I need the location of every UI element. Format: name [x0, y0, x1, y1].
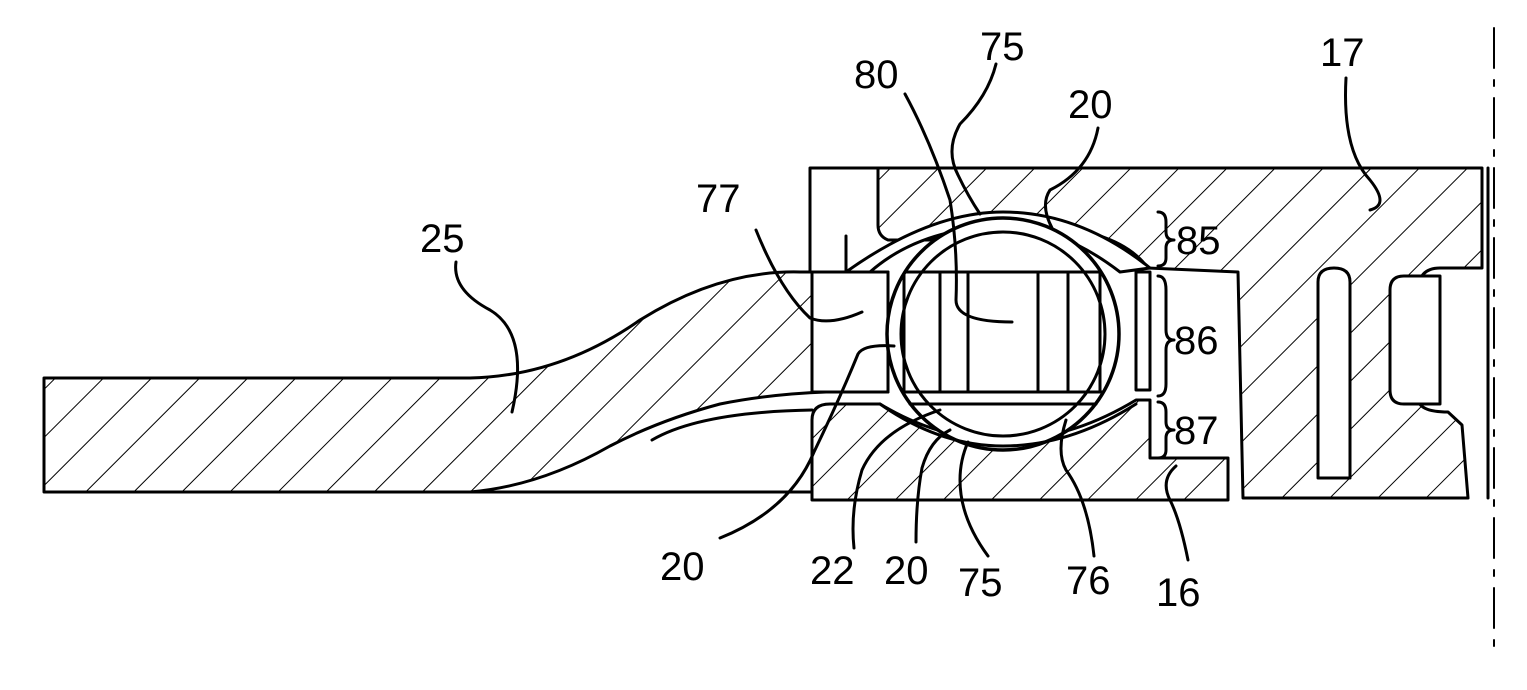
lever-arm-25	[44, 272, 888, 492]
label-76: 76	[1066, 559, 1111, 603]
label-86: 86	[1174, 319, 1219, 363]
cage-segment-86	[1136, 272, 1150, 390]
brace-87	[1158, 402, 1174, 458]
label-17: 17	[1320, 31, 1365, 75]
housing-recess	[1390, 276, 1440, 404]
label-20-bl: 20	[660, 545, 705, 589]
housing-slot	[1318, 268, 1350, 478]
label-77: 77	[696, 177, 741, 221]
label-85: 85	[1176, 219, 1221, 263]
label-75-b: 75	[958, 561, 1003, 605]
label-25: 25	[420, 217, 465, 261]
brace-86	[1158, 276, 1174, 396]
label-22: 22	[810, 549, 855, 593]
label-75-top: 75	[980, 25, 1025, 69]
ball-80-outer	[887, 218, 1119, 450]
label-20-top: 20	[1068, 83, 1113, 127]
label-16: 16	[1156, 571, 1201, 615]
label-80: 80	[854, 53, 899, 97]
label-87: 87	[1174, 409, 1219, 453]
label-20-b: 20	[884, 549, 929, 593]
